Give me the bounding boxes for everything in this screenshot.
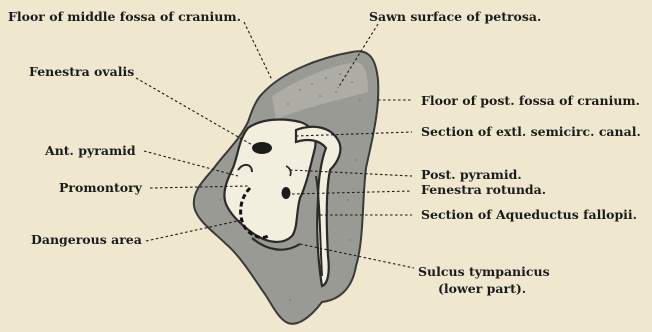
label-section-aqueductus: Section of Aqueductus fallopii.: [421, 207, 637, 222]
label-ant-pyramid: Ant. pyramid: [44, 143, 136, 158]
label-sulcus-line2: (lower part).: [438, 281, 526, 296]
label-dangerous-area: Dangerous area: [31, 232, 142, 247]
label-section-semicirc: Section of extl. semicirc. canal.: [421, 124, 641, 139]
label-sulcus-line1: Sulcus tympanicus: [418, 264, 550, 279]
label-fenestra-ovalis: Fenestra ovalis: [29, 64, 134, 79]
leader-floor-middle-fossa: [244, 22, 272, 80]
petrosa-specimen: [194, 51, 379, 324]
label-sawn-surface: Sawn surface of petrosa.: [369, 9, 541, 24]
fenestra-ovalis-mark: [252, 142, 272, 154]
leader-fenestra-ovalis: [136, 78, 254, 146]
fenestra-rotunda-mark: [282, 187, 291, 199]
label-floor-post-fossa: Floor of post. fossa of cranium.: [421, 93, 640, 108]
label-fenestra-rotunda: Fenestra rotunda.: [421, 182, 546, 197]
label-promontory: Promontory: [59, 180, 143, 195]
label-floor-middle-fossa: Floor of middle fossa of cranium.: [8, 9, 241, 24]
label-post-pyramid: Post. pyramid.: [421, 167, 522, 182]
